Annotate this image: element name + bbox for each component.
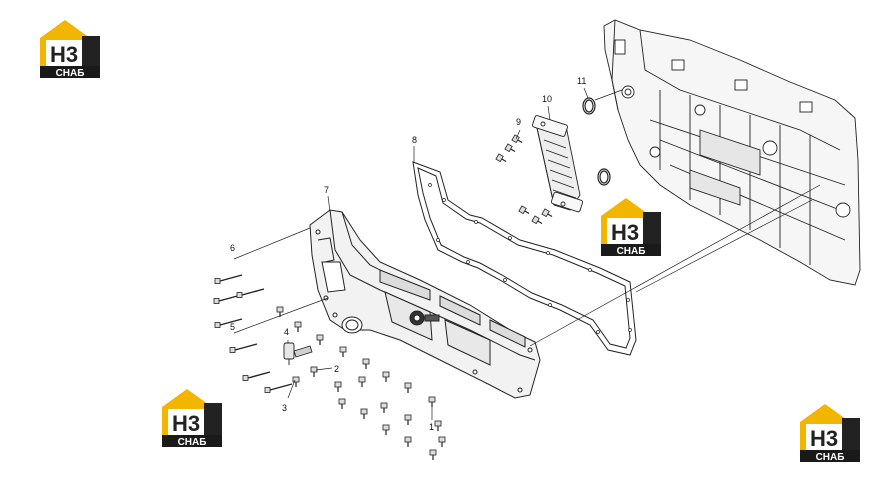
svg-text:CHAБ: CHAБ [617,246,646,257]
svg-text:H3: H3 [810,426,838,451]
callout-10: 10 [542,94,552,104]
svg-text:CHAБ: CHAБ [816,452,845,463]
svg-text:H3: H3 [611,220,639,245]
callout-1: 1 [429,422,434,432]
callout-2: 2 [334,364,339,374]
brand-emblem [409,310,440,326]
callout-9: 9 [516,117,521,127]
logo-bottom-left: H3 CHAБ [162,389,222,448]
callout-11: 11 [577,76,586,86]
logo-bottom-right: H3 CHAБ [800,404,860,463]
callout-5: 5 [230,322,235,332]
svg-text:H3: H3 [172,411,200,436]
logo-top-left: H3 CHAБ [40,20,100,79]
callout-6: 6 [230,243,235,253]
logo-center: H3 CHAБ [601,198,661,257]
long-bolts [213,274,293,394]
leader-lines [233,87,821,420]
side-cover [309,209,541,399]
svg-text:CHAБ: CHAБ [178,437,207,448]
callout-3: 3 [282,403,287,413]
svg-text:CHAБ: CHAБ [56,68,85,79]
o-ring [582,97,611,186]
gasket [412,161,637,356]
callout-4: 4 [284,327,289,337]
callout-7: 7 [324,185,329,195]
engine-block [603,19,861,286]
oil-cooler [532,115,584,213]
callout-labels: 1 2 3 4 5 6 7 8 9 10 11 [230,76,586,432]
svg-text:H3: H3 [50,42,78,67]
sensor [283,342,313,365]
gasket-holes [428,183,632,334]
callout-8: 8 [412,135,417,145]
